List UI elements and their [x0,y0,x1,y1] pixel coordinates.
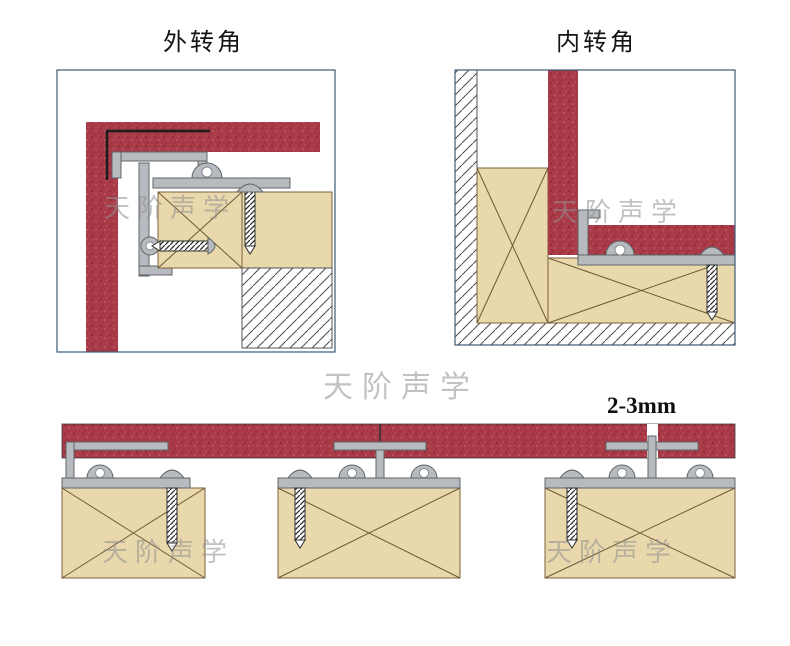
aluminum-hat-strips [61,464,736,489]
clip-hole [201,166,213,178]
wall-hatch-section [241,267,333,349]
wood-cross-marks [157,191,243,269]
panel-edge-line [105,129,210,180]
acoustic-panel-horizontal [86,122,320,152]
inner-corner-border [454,69,736,346]
wood-cross-marks [61,487,736,579]
screw-horizontal [151,237,216,255]
screw-vertical [698,246,726,321]
outer-corner-title: 外转角 [163,29,244,56]
aluminum-spline-profiles [65,435,699,479]
gap-dimension-label: 2-3mm [607,393,676,418]
wood-blocking [61,487,736,579]
acoustic-panel-vertical [548,70,578,255]
inner-corner-title: 内转角 [556,29,637,56]
outer-corner-diagram [56,69,336,353]
clip-holes [95,468,705,478]
screw-vertical [286,469,314,549]
screw-vertical [158,469,186,552]
screw-vertical [235,183,265,255]
outer-corner-border [56,69,336,353]
straight-joint-diagram [61,423,736,579]
inner-corner-diagram [454,69,736,346]
wood-cross-marks [476,167,736,324]
screw-vertical [558,469,586,549]
acoustic-panel-run [61,423,736,459]
clip-hole [614,244,626,256]
